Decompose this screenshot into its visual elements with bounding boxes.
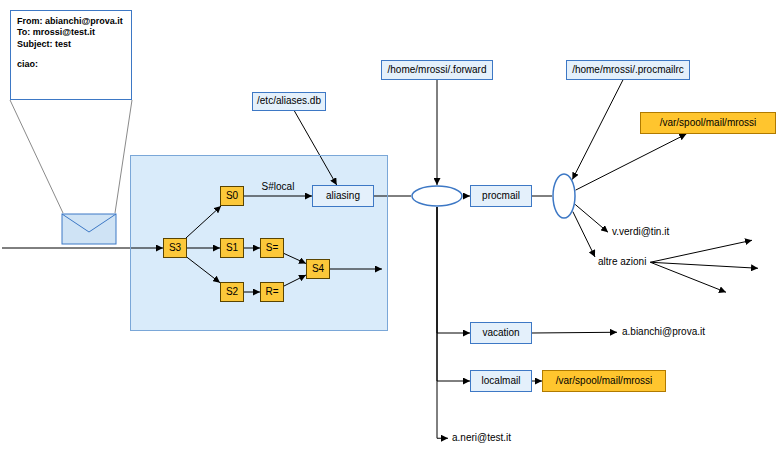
box-label: S1 — [226, 242, 238, 255]
leader-arrow — [650, 262, 726, 292]
ellipse-outline — [411, 185, 463, 207]
funnel — [10, 100, 132, 213]
address-label: altre azioni — [598, 256, 646, 269]
ruleset-box: R= — [260, 282, 284, 302]
connector-arrow — [572, 80, 623, 180]
process-box: aliasing — [312, 185, 374, 207]
connector-arrow — [463, 196, 470, 197]
ruleset-box: S= — [260, 238, 284, 258]
box-label: /home/mrossi/.procmailrc — [572, 64, 684, 77]
leader-arrow — [650, 240, 752, 262]
connector-arrow — [437, 207, 470, 381]
address-label: a.bianchi@prova.it — [622, 326, 705, 339]
leader-arrow — [575, 204, 608, 232]
leader-arrow — [437, 207, 448, 438]
email-line: Subject: test — [17, 39, 71, 50]
box-label: /var/spool/mail/mrossi — [556, 375, 653, 388]
box-label: S= — [266, 242, 279, 255]
connector-arrow — [437, 207, 470, 333]
ruleset-box: S0 — [220, 186, 244, 206]
box-label: /var/spool/mail/mrossi — [660, 117, 757, 130]
box-label: /etc/aliases.db — [257, 95, 321, 108]
connector-arrow — [244, 196, 312, 197]
ruleset-box: S3 — [163, 238, 187, 258]
box-label: R= — [265, 286, 278, 299]
mailbox-file: /var/spool/mail/mrossi — [640, 112, 776, 134]
address-label: v.verdi@tin.it — [612, 226, 669, 239]
file-box: /home/mrossi/.procmailrc — [566, 60, 690, 80]
box-label: procmail — [482, 190, 520, 203]
box-label: S3 — [169, 242, 181, 255]
ruleset-box: S1 — [220, 238, 244, 258]
connector-arrow — [284, 275, 306, 286]
connector-arrow — [187, 248, 220, 249]
address-label: a.neri@test.it — [452, 432, 511, 445]
box-label: /home/mrossi/.forward — [388, 64, 487, 77]
junction-ellipse — [552, 173, 576, 219]
leader-arrow — [2, 248, 163, 249]
envelope-icon — [62, 214, 116, 244]
box-label: aliasing — [326, 190, 360, 203]
connector-arrow — [284, 253, 306, 263]
box-label: S0 — [226, 190, 238, 203]
connector-arrow — [294, 111, 336, 185]
connector-arrow — [576, 134, 687, 190]
junction-ellipse — [411, 185, 463, 207]
email-line: From: abianchi@prova.it — [17, 16, 123, 27]
box-label: S2 — [226, 286, 238, 299]
leader-arrow — [573, 212, 595, 257]
ellipse-outline — [552, 173, 576, 219]
connector-arrow — [186, 206, 221, 238]
connector-arrow — [244, 248, 260, 249]
email-letter: From: abianchi@prova.itTo: mrossi@test.i… — [10, 10, 132, 100]
mailbox-file: /var/spool/mail/mrossi — [542, 370, 666, 392]
box-label: localmail — [482, 375, 521, 388]
file-box: /home/mrossi/.forward — [381, 60, 493, 80]
funnel-line — [10, 100, 63, 213]
process-box: vacation — [470, 322, 532, 344]
box-label: S4 — [312, 263, 324, 276]
connector-arrow — [532, 196, 552, 197]
connector-arrow — [437, 80, 438, 185]
ruleset-box: S2 — [220, 282, 244, 302]
email-line: To: mrossi@test.it — [17, 27, 95, 38]
leader-arrow — [330, 269, 382, 270]
box-label: vacation — [482, 327, 519, 340]
leader-arrow — [650, 262, 758, 268]
connector-arrow — [187, 257, 220, 282]
connector-arrow — [374, 196, 411, 197]
process-box: procmail — [470, 185, 532, 207]
leader-arrow — [532, 332, 617, 334]
connector-arrow — [244, 292, 260, 293]
process-box: localmail — [470, 370, 532, 392]
file-box: /etc/aliases.db — [252, 92, 326, 111]
ruleset-box: S4 — [306, 259, 330, 279]
mta-region: S3 S0S1S2 S= R= S4 aliasing — [130, 155, 388, 331]
region-ground — [130, 155, 388, 331]
edge-label: S#local — [262, 181, 295, 194]
email-line: ciao: — [17, 59, 38, 70]
connector-arrow — [532, 381, 542, 382]
